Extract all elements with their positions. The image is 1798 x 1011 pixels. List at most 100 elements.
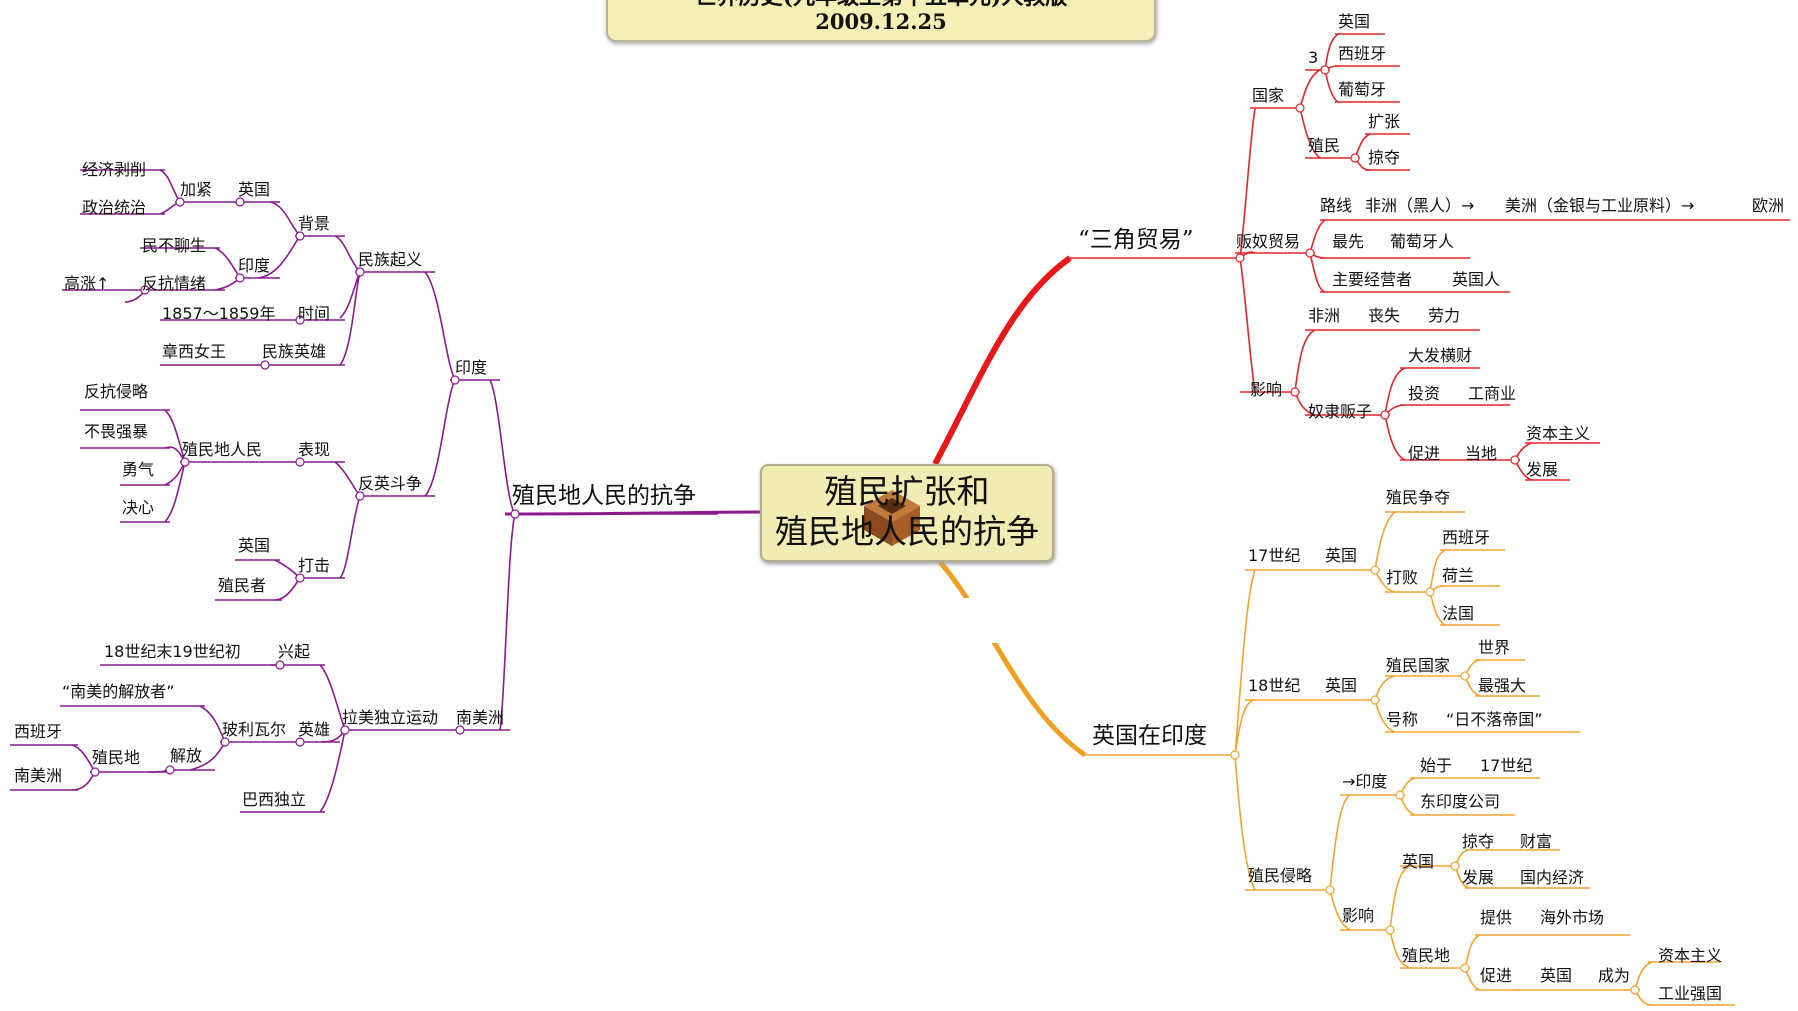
node-impact[interactable]: 影响 xyxy=(1250,380,1283,399)
node-titled[interactable]: 号称 xyxy=(1386,710,1419,729)
node-develop[interactable]: 发展 xyxy=(1526,460,1559,479)
node-time[interactable]: 时间 xyxy=(298,304,331,323)
node-c-britain[interactable]: 英国 xyxy=(1338,12,1371,31)
node-brazil[interactable]: 巴西独立 xyxy=(242,790,307,809)
node-determination[interactable]: 决心 xyxy=(122,498,155,517)
node-c17-britain[interactable]: 英国 xyxy=(1325,546,1358,565)
branch-resistance[interactable]: 殖民地人民的抗争 xyxy=(512,483,696,509)
node-labor[interactable]: 劳力 xyxy=(1428,306,1461,325)
node-biggest[interactable]: 最强大 xyxy=(1478,676,1527,695)
node-sun-never-sets[interactable]: “日不落帝国” xyxy=(1446,710,1543,729)
node-slave-traders[interactable]: 奴隶贩子 xyxy=(1308,402,1373,421)
node-earliest[interactable]: 最先 xyxy=(1332,232,1365,251)
node-hero[interactable]: 民族英雄 xyxy=(262,342,327,361)
node-i-britain[interactable]: 英国 xyxy=(1402,852,1435,871)
node-econ-exploit[interactable]: 经济剥削 xyxy=(82,160,147,179)
node-rise[interactable]: 兴起 xyxy=(278,642,311,661)
node-defeat[interactable]: 打败 xyxy=(1386,568,1419,587)
node-africa-black[interactable]: 非洲（黑人）→ xyxy=(1365,196,1475,215)
node-strike-britain[interactable]: 英国 xyxy=(238,536,271,555)
node-colonial-nation[interactable]: 殖民国家 xyxy=(1386,656,1451,675)
node-p-britain[interactable]: 英国 xyxy=(1540,966,1573,985)
node-plunder[interactable]: 掠夺 xyxy=(1368,148,1401,167)
branch-britain-india[interactable]: 英国在印度 xyxy=(1092,723,1207,749)
node-colony[interactable]: 殖民地 xyxy=(92,748,141,767)
node-strike[interactable]: 打击 xyxy=(298,556,331,575)
node-d-spain[interactable]: 西班牙 xyxy=(1442,528,1491,547)
node-people-misery[interactable]: 民不聊生 xyxy=(142,236,207,255)
node-liberator[interactable]: “南美的解放者” xyxy=(62,682,175,701)
node-d-holland[interactable]: 荷兰 xyxy=(1442,566,1475,585)
node-invest[interactable]: 投资 xyxy=(1408,384,1441,403)
node-route[interactable]: 路线 xyxy=(1320,196,1353,215)
node-bg-tighten[interactable]: 加紧 xyxy=(180,180,213,199)
node-anti-british[interactable]: 反英斗争 xyxy=(358,474,423,493)
node-liberate[interactable]: 解放 xyxy=(170,746,203,765)
node-industry[interactable]: 工商业 xyxy=(1468,384,1517,403)
node-to-india[interactable]: →印度 xyxy=(1342,772,1388,791)
node-bolivar[interactable]: 玻利瓦尔 xyxy=(222,720,287,739)
node-c-portugal[interactable]: 葡萄牙 xyxy=(1338,80,1387,99)
node-africa[interactable]: 非洲 xyxy=(1308,306,1341,325)
node-industrial-power[interactable]: 工业强国 xyxy=(1658,984,1723,1003)
node-count3[interactable]: 3 xyxy=(1308,48,1319,67)
node-provide[interactable]: 提供 xyxy=(1480,908,1513,927)
node-america-gold[interactable]: 美洲（金银与工业原料）→ xyxy=(1505,196,1695,215)
node-plunder2[interactable]: 掠夺 xyxy=(1462,832,1495,851)
node-portuguese[interactable]: 葡萄牙人 xyxy=(1390,232,1455,251)
node-main-operator[interactable]: 主要经营者 xyxy=(1332,270,1413,289)
node-colonize[interactable]: 殖民 xyxy=(1308,136,1341,155)
node-impact2[interactable]: 影响 xyxy=(1342,906,1375,925)
node-capitalism[interactable]: 资本主义 xyxy=(1526,424,1591,443)
node-spain-left[interactable]: 西班牙 xyxy=(14,722,63,741)
node-courage[interactable]: 勇气 xyxy=(122,460,155,479)
node-colony-race[interactable]: 殖民争夺 xyxy=(1386,488,1451,507)
node-c17[interactable]: 17世纪 xyxy=(1248,546,1301,565)
node-i-colony[interactable]: 殖民地 xyxy=(1402,946,1451,965)
node-east-india[interactable]: 东印度公司 xyxy=(1420,792,1501,811)
node-rise-time[interactable]: 18世纪末19世纪初 xyxy=(104,642,241,661)
node-slave-trade[interactable]: 贩奴贸易 xyxy=(1236,232,1301,251)
node-british[interactable]: 英国人 xyxy=(1452,270,1501,289)
node-years[interactable]: 1857～1859年 xyxy=(162,304,276,323)
node-colonial-invasion[interactable]: 殖民侵略 xyxy=(1248,866,1313,885)
node-colonizers[interactable]: 殖民者 xyxy=(218,576,267,595)
node-c18[interactable]: 18世纪 xyxy=(1248,676,1301,695)
node-d-france[interactable]: 法国 xyxy=(1442,604,1475,623)
node-promote2[interactable]: 促进 xyxy=(1480,966,1513,985)
node-began[interactable]: 始于 xyxy=(1420,756,1453,775)
node-fortune[interactable]: 大发横财 xyxy=(1408,346,1473,365)
node-c-spain[interactable]: 西班牙 xyxy=(1338,44,1387,63)
node-capitalism2[interactable]: 资本主义 xyxy=(1658,946,1723,965)
node-c18-britain[interactable]: 英国 xyxy=(1325,676,1358,695)
node-wealth[interactable]: 财富 xyxy=(1520,832,1553,851)
node-performance[interactable]: 表现 xyxy=(298,440,331,459)
node-fearless[interactable]: 不畏强暴 xyxy=(84,422,149,441)
branch-triangle-trade[interactable]: “三角贸易” xyxy=(1078,227,1194,253)
node-resist-mood[interactable]: 反抗情绪 xyxy=(142,274,207,293)
node-colonial-people[interactable]: 殖民地人民 xyxy=(182,440,263,459)
node-latam-movement[interactable]: 拉美独立运动 xyxy=(342,708,439,727)
node-south-america[interactable]: 南美洲 xyxy=(456,708,505,727)
node-pol-rule[interactable]: 政治统治 xyxy=(82,198,147,217)
node-promote[interactable]: 促进 xyxy=(1408,444,1441,463)
node-background[interactable]: 背景 xyxy=(298,214,331,233)
node-bg-india[interactable]: 印度 xyxy=(238,256,271,275)
node-uprising[interactable]: 民族起义 xyxy=(358,250,423,269)
node-countries[interactable]: 国家 xyxy=(1252,86,1285,105)
node-rising[interactable]: 高涨↑ xyxy=(64,274,110,293)
node-south-america-left[interactable]: 南美洲 xyxy=(14,766,63,785)
node-local[interactable]: 当地 xyxy=(1465,444,1498,463)
node-resist-aggression[interactable]: 反抗侵略 xyxy=(84,382,149,401)
central-topic[interactable]: 殖民扩张和 殖民地人民的抗争 xyxy=(760,464,1054,562)
node-lose[interactable]: 丧失 xyxy=(1368,306,1401,325)
node-began-c17[interactable]: 17世纪 xyxy=(1480,756,1533,775)
node-india[interactable]: 印度 xyxy=(455,358,488,377)
node-expand[interactable]: 扩张 xyxy=(1368,112,1401,131)
node-europe[interactable]: 欧洲 xyxy=(1752,196,1785,215)
node-develop2[interactable]: 发展 xyxy=(1462,868,1495,887)
node-domestic-economy[interactable]: 国内经济 xyxy=(1520,868,1585,887)
node-overseas-market[interactable]: 海外市场 xyxy=(1540,908,1605,927)
node-world[interactable]: 世界 xyxy=(1478,638,1511,657)
node-bg-britain[interactable]: 英国 xyxy=(238,180,271,199)
